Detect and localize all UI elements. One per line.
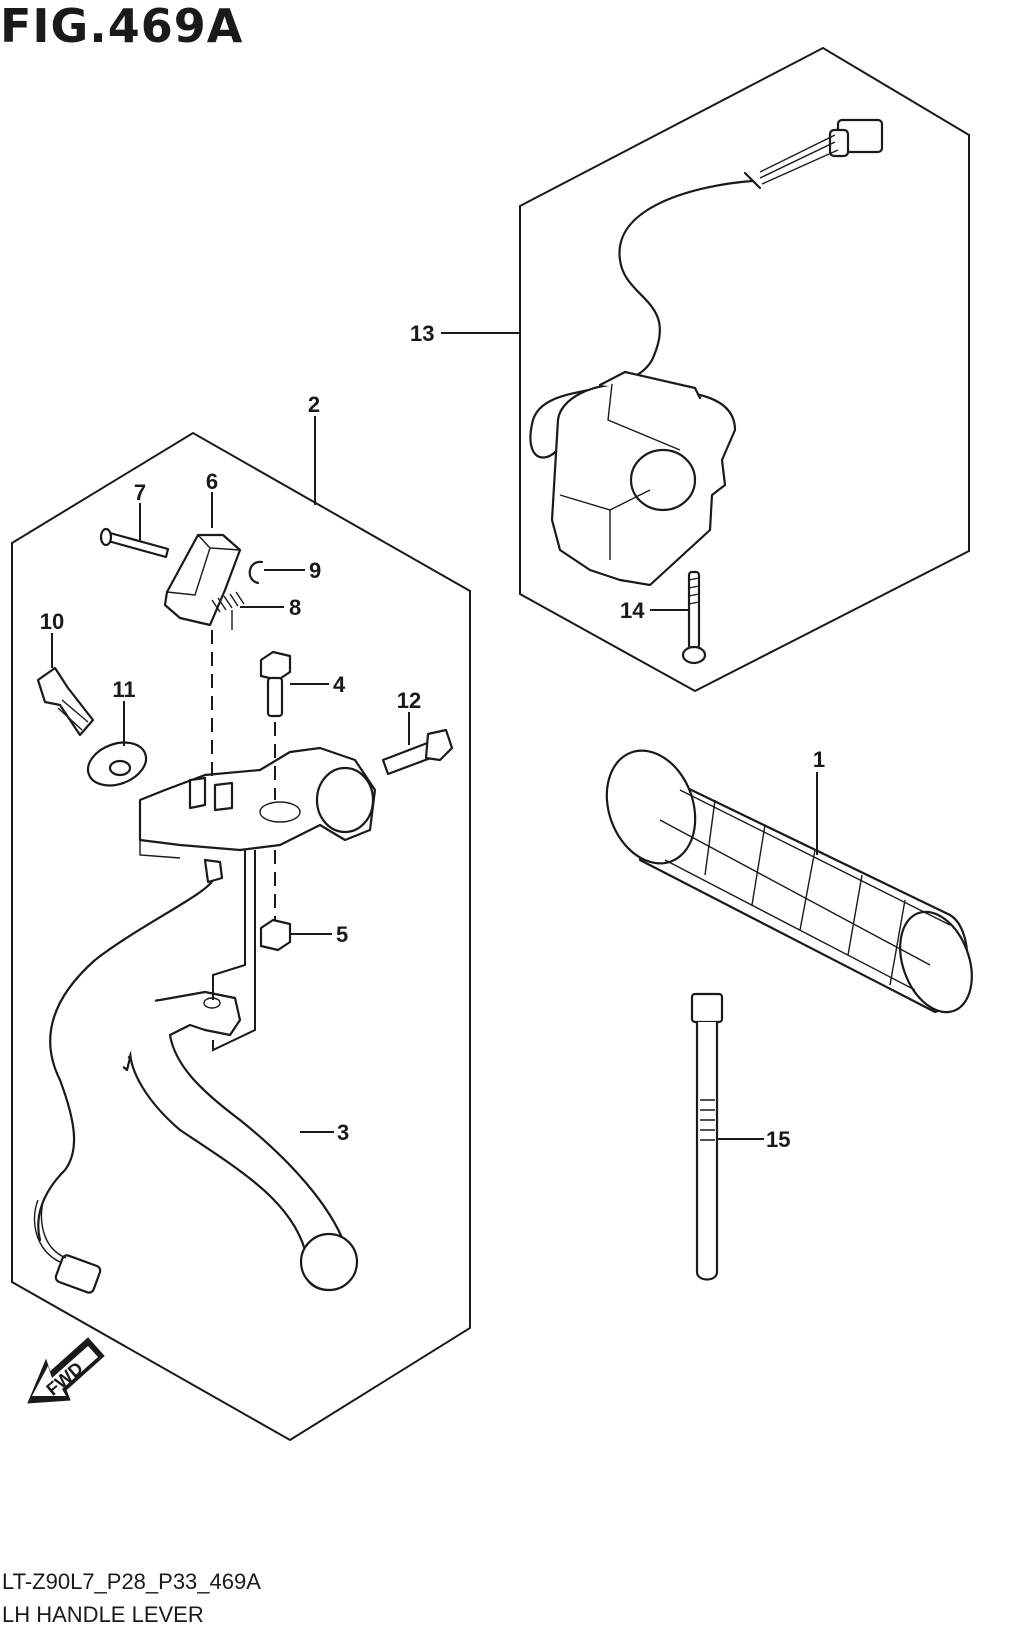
fwd-arrow-icon: FWD — [27, 1337, 105, 1404]
figure-name: LH HANDLE LEVER — [2, 1602, 204, 1627]
callout-4: 4 — [333, 672, 346, 697]
callout-12: 12 — [397, 688, 421, 713]
grip-part — [605, 749, 973, 1014]
callout-8: 8 — [289, 595, 301, 620]
callout-6: 6 — [206, 469, 218, 494]
pin-7-part — [99, 527, 170, 559]
callout-5: 5 — [336, 922, 348, 947]
callout-11: 11 — [112, 677, 135, 702]
cable-tie-part — [690, 992, 724, 1281]
callout-15: 15 — [766, 1127, 790, 1152]
switch-block-6-part — [163, 533, 242, 627]
figure-code: LT-Z90L7_P28_P33_469A — [2, 1569, 261, 1594]
lever-bracket-part — [138, 746, 377, 859]
bolt-4-part — [259, 650, 292, 718]
pivot-guide-lines — [212, 850, 256, 1052]
switch-housing-part — [529, 118, 884, 587]
assembly-2-outline — [11, 431, 471, 1442]
screw-14-part — [681, 570, 707, 665]
callout-10: 10 — [40, 609, 64, 634]
clip-9-part — [248, 560, 264, 585]
adjuster-10-part — [36, 666, 95, 737]
spring-8-part — [211, 591, 245, 630]
assembly-13-outline — [519, 46, 970, 693]
switch-harness-part — [33, 858, 224, 1294]
callout-7: 7 — [134, 480, 146, 505]
callout-3: 3 — [337, 1120, 349, 1145]
callout-leaders — [51, 332, 818, 1140]
lever-3-part — [101, 990, 359, 1292]
locknut-11-part — [86, 741, 148, 787]
bolt-12-part — [381, 728, 454, 776]
callout-9: 9 — [309, 558, 321, 583]
callout-13: 13 — [410, 321, 434, 346]
figure-title: FIG.469A — [0, 0, 244, 53]
callout-14: 14 — [620, 598, 645, 623]
callout-2: 2 — [308, 392, 320, 417]
nut-5-part — [259, 918, 292, 952]
callout-1: 1 — [813, 747, 825, 772]
